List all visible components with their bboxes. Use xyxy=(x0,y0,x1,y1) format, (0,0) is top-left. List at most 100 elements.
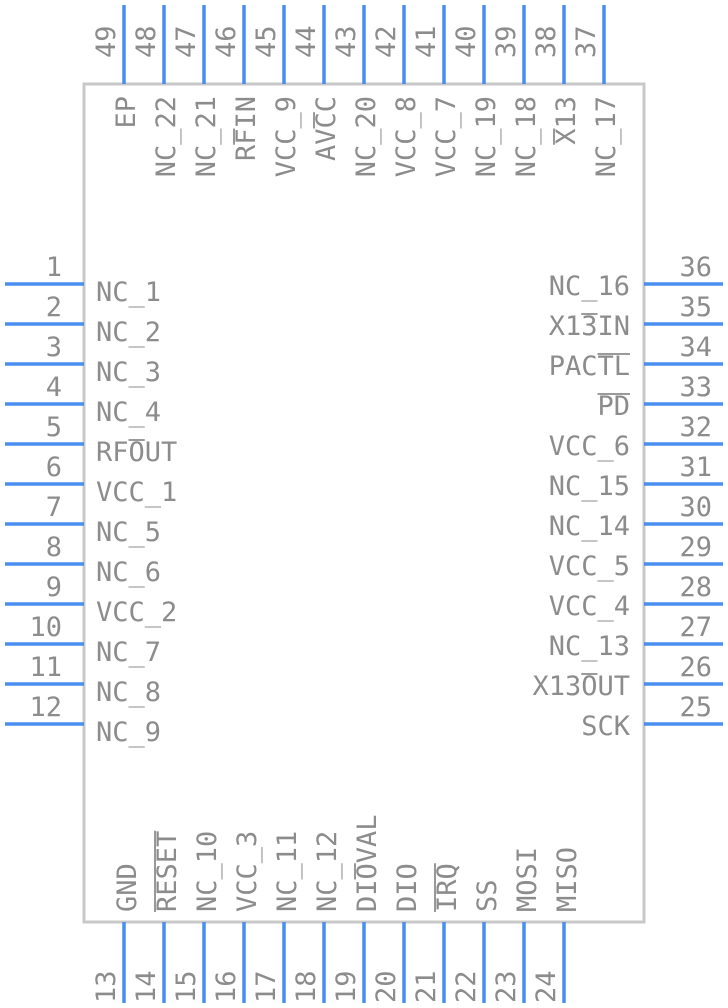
pin-label: VCC_2 xyxy=(96,597,177,628)
pin-label: PACTL xyxy=(549,351,630,382)
pin-number: 1 xyxy=(46,252,62,283)
pin-label: NC_12 xyxy=(312,831,343,912)
pin-label: X13 xyxy=(551,96,582,145)
pin-number: 25 xyxy=(679,692,712,723)
pin-label: VCC_3 xyxy=(232,831,263,912)
pin-number: 36 xyxy=(679,252,712,283)
pin-number: 9 xyxy=(46,572,62,603)
pin-label: NC_1 xyxy=(96,277,161,308)
pin-number: 20 xyxy=(371,970,402,1003)
pin-3: 3NC_3 xyxy=(5,332,161,388)
pin-number: 27 xyxy=(679,612,712,643)
pin-label: DIOVAL xyxy=(352,814,383,912)
pin-number: 5 xyxy=(46,412,62,443)
pin-number: 24 xyxy=(531,970,562,1003)
pin-label: NC_4 xyxy=(96,397,161,428)
pin-number: 6 xyxy=(46,452,62,483)
pin-label: NC_18 xyxy=(511,96,542,177)
pin-number: 16 xyxy=(211,970,242,1003)
pin-label: PD xyxy=(597,391,630,422)
pin-label: RESET xyxy=(152,831,183,912)
pin-label: NC_14 xyxy=(549,511,630,542)
pin-number: 32 xyxy=(679,412,712,443)
pin-number: 44 xyxy=(291,25,322,58)
pin-number: 10 xyxy=(29,612,62,643)
pin-number: 41 xyxy=(411,25,442,58)
pin-4: 4NC_4 xyxy=(5,372,161,428)
pin-label: VCC_9 xyxy=(271,96,302,177)
pin-number: 15 xyxy=(171,970,202,1003)
pin-label: NC_20 xyxy=(351,96,382,177)
pin-number: 7 xyxy=(46,492,62,523)
pin-number: 30 xyxy=(679,492,712,523)
pin-label: VCC_6 xyxy=(549,431,630,462)
pin-label: SCK xyxy=(581,711,631,742)
pin-label: VCC_1 xyxy=(96,477,177,508)
pin-number: 23 xyxy=(491,970,522,1003)
pin-15: 15 NC_10 xyxy=(171,831,223,1003)
pin-label: RFOUT xyxy=(96,437,177,468)
pin-number: 21 xyxy=(411,970,442,1003)
pin-label: NC_9 xyxy=(96,717,161,748)
pin-number: 12 xyxy=(29,692,62,723)
pin-label: IRQ xyxy=(432,863,463,912)
pin-label: NC_10 xyxy=(192,831,223,912)
pin-18: 18 NC_12 xyxy=(291,831,343,1003)
pin-label: NC_15 xyxy=(549,471,630,502)
pin-label: NC_21 xyxy=(191,96,222,177)
pin-number: 11 xyxy=(29,652,62,683)
pin-21: 21 IRQ xyxy=(411,863,463,1003)
pin-number: 18 xyxy=(291,970,322,1003)
pin-label: MISO xyxy=(552,847,583,912)
pin-number: 40 xyxy=(451,25,482,58)
pin-number: 39 xyxy=(491,25,522,58)
pin-24: 24 MISO xyxy=(531,847,583,1003)
pin-number: 34 xyxy=(679,332,712,363)
pin-label: X13IN xyxy=(549,311,630,342)
pin-8: 8NC_6 xyxy=(5,532,161,588)
pin-number: 19 xyxy=(331,970,362,1003)
pin-number: 48 xyxy=(131,25,162,58)
pin-19: 19 DIOVAL xyxy=(331,814,383,1003)
pin-number: 37 xyxy=(571,25,602,58)
pin-2: 2NC_2 xyxy=(5,292,161,348)
pin-label: NC_17 xyxy=(591,96,622,177)
pin-number: 45 xyxy=(251,25,282,58)
pin-number: 49 xyxy=(91,25,122,58)
pin-label: NC_7 xyxy=(96,637,161,668)
pin-label: VCC_5 xyxy=(549,551,630,582)
pin-1: 1NC_1 xyxy=(5,252,161,308)
pin-label: X13OUT xyxy=(532,671,630,702)
pin-number: 26 xyxy=(679,652,712,683)
pin-number: 17 xyxy=(251,970,282,1003)
pin-number: 35 xyxy=(679,292,712,323)
pin-number: 13 xyxy=(91,970,122,1003)
